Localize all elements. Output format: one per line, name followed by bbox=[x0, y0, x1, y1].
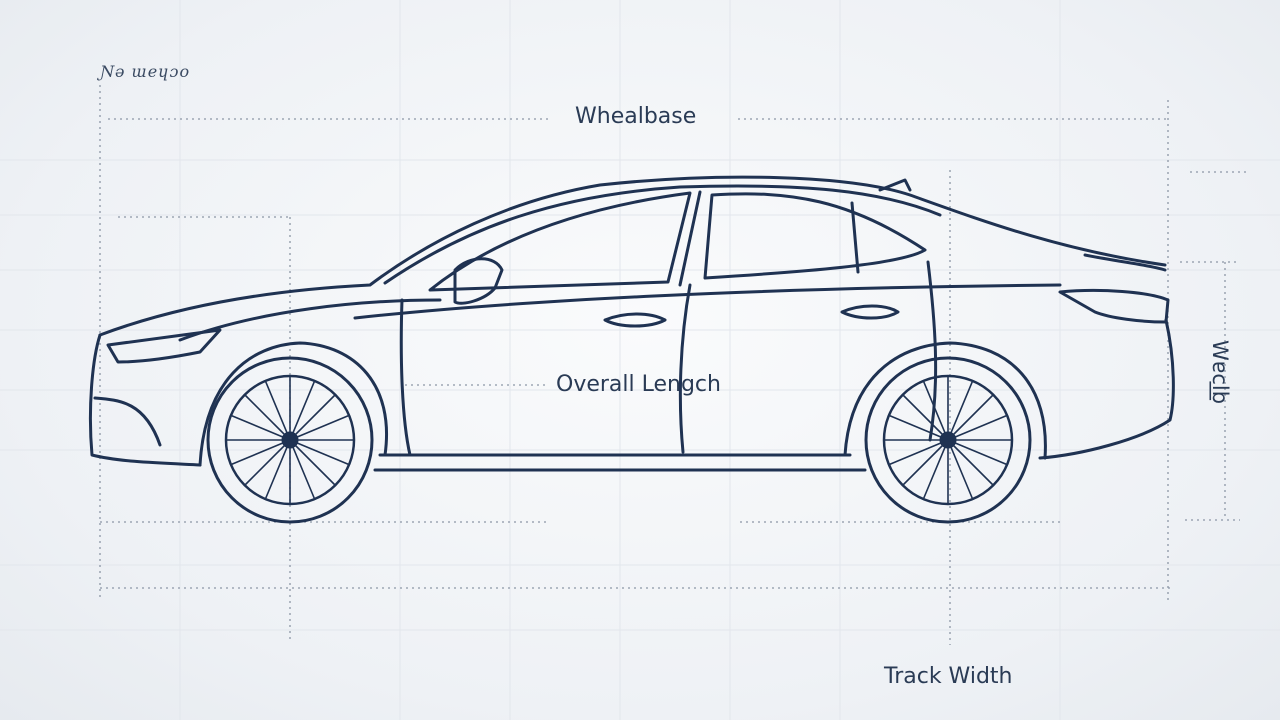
tail-light bbox=[1058, 288, 1170, 324]
front-wheel bbox=[206, 356, 374, 524]
overall-length-label: Overall Lengch bbox=[556, 372, 721, 397]
car-outline bbox=[88, 175, 1175, 472]
front-door-handle bbox=[603, 312, 667, 328]
rear-spoiler bbox=[878, 178, 912, 192]
car-roof-line bbox=[98, 175, 1167, 337]
shoulder-line bbox=[178, 298, 442, 342]
c-pillar bbox=[850, 201, 860, 274]
rear-wheel-arch bbox=[843, 341, 1047, 460]
rear-wheel bbox=[864, 356, 1032, 524]
rear-bumper bbox=[1038, 318, 1175, 460]
rear-door bbox=[926, 260, 938, 442]
belt-line bbox=[353, 283, 1062, 320]
front-bumper bbox=[88, 333, 202, 467]
track-width-label: Track Width bbox=[884, 664, 1013, 689]
front-grille bbox=[93, 396, 162, 447]
door-split bbox=[678, 283, 692, 454]
dimension-guides bbox=[99, 85, 1250, 645]
front-wheel-arch bbox=[198, 341, 388, 467]
wheelbase-label: Whealbase bbox=[575, 104, 697, 129]
side-mirror bbox=[453, 257, 504, 305]
width-label: Wɐcl͟b bbox=[1208, 340, 1232, 405]
trunk-line bbox=[1083, 253, 1167, 272]
corner-caption: Ɲə ɯeɥɔo bbox=[100, 62, 191, 81]
b-pillar bbox=[678, 190, 702, 287]
front-door bbox=[399, 298, 412, 457]
front-window bbox=[428, 191, 692, 292]
car-roof-inner-line bbox=[383, 184, 942, 285]
rear-window bbox=[703, 192, 927, 280]
rear-door-handle bbox=[840, 304, 900, 320]
headlight bbox=[106, 328, 222, 364]
